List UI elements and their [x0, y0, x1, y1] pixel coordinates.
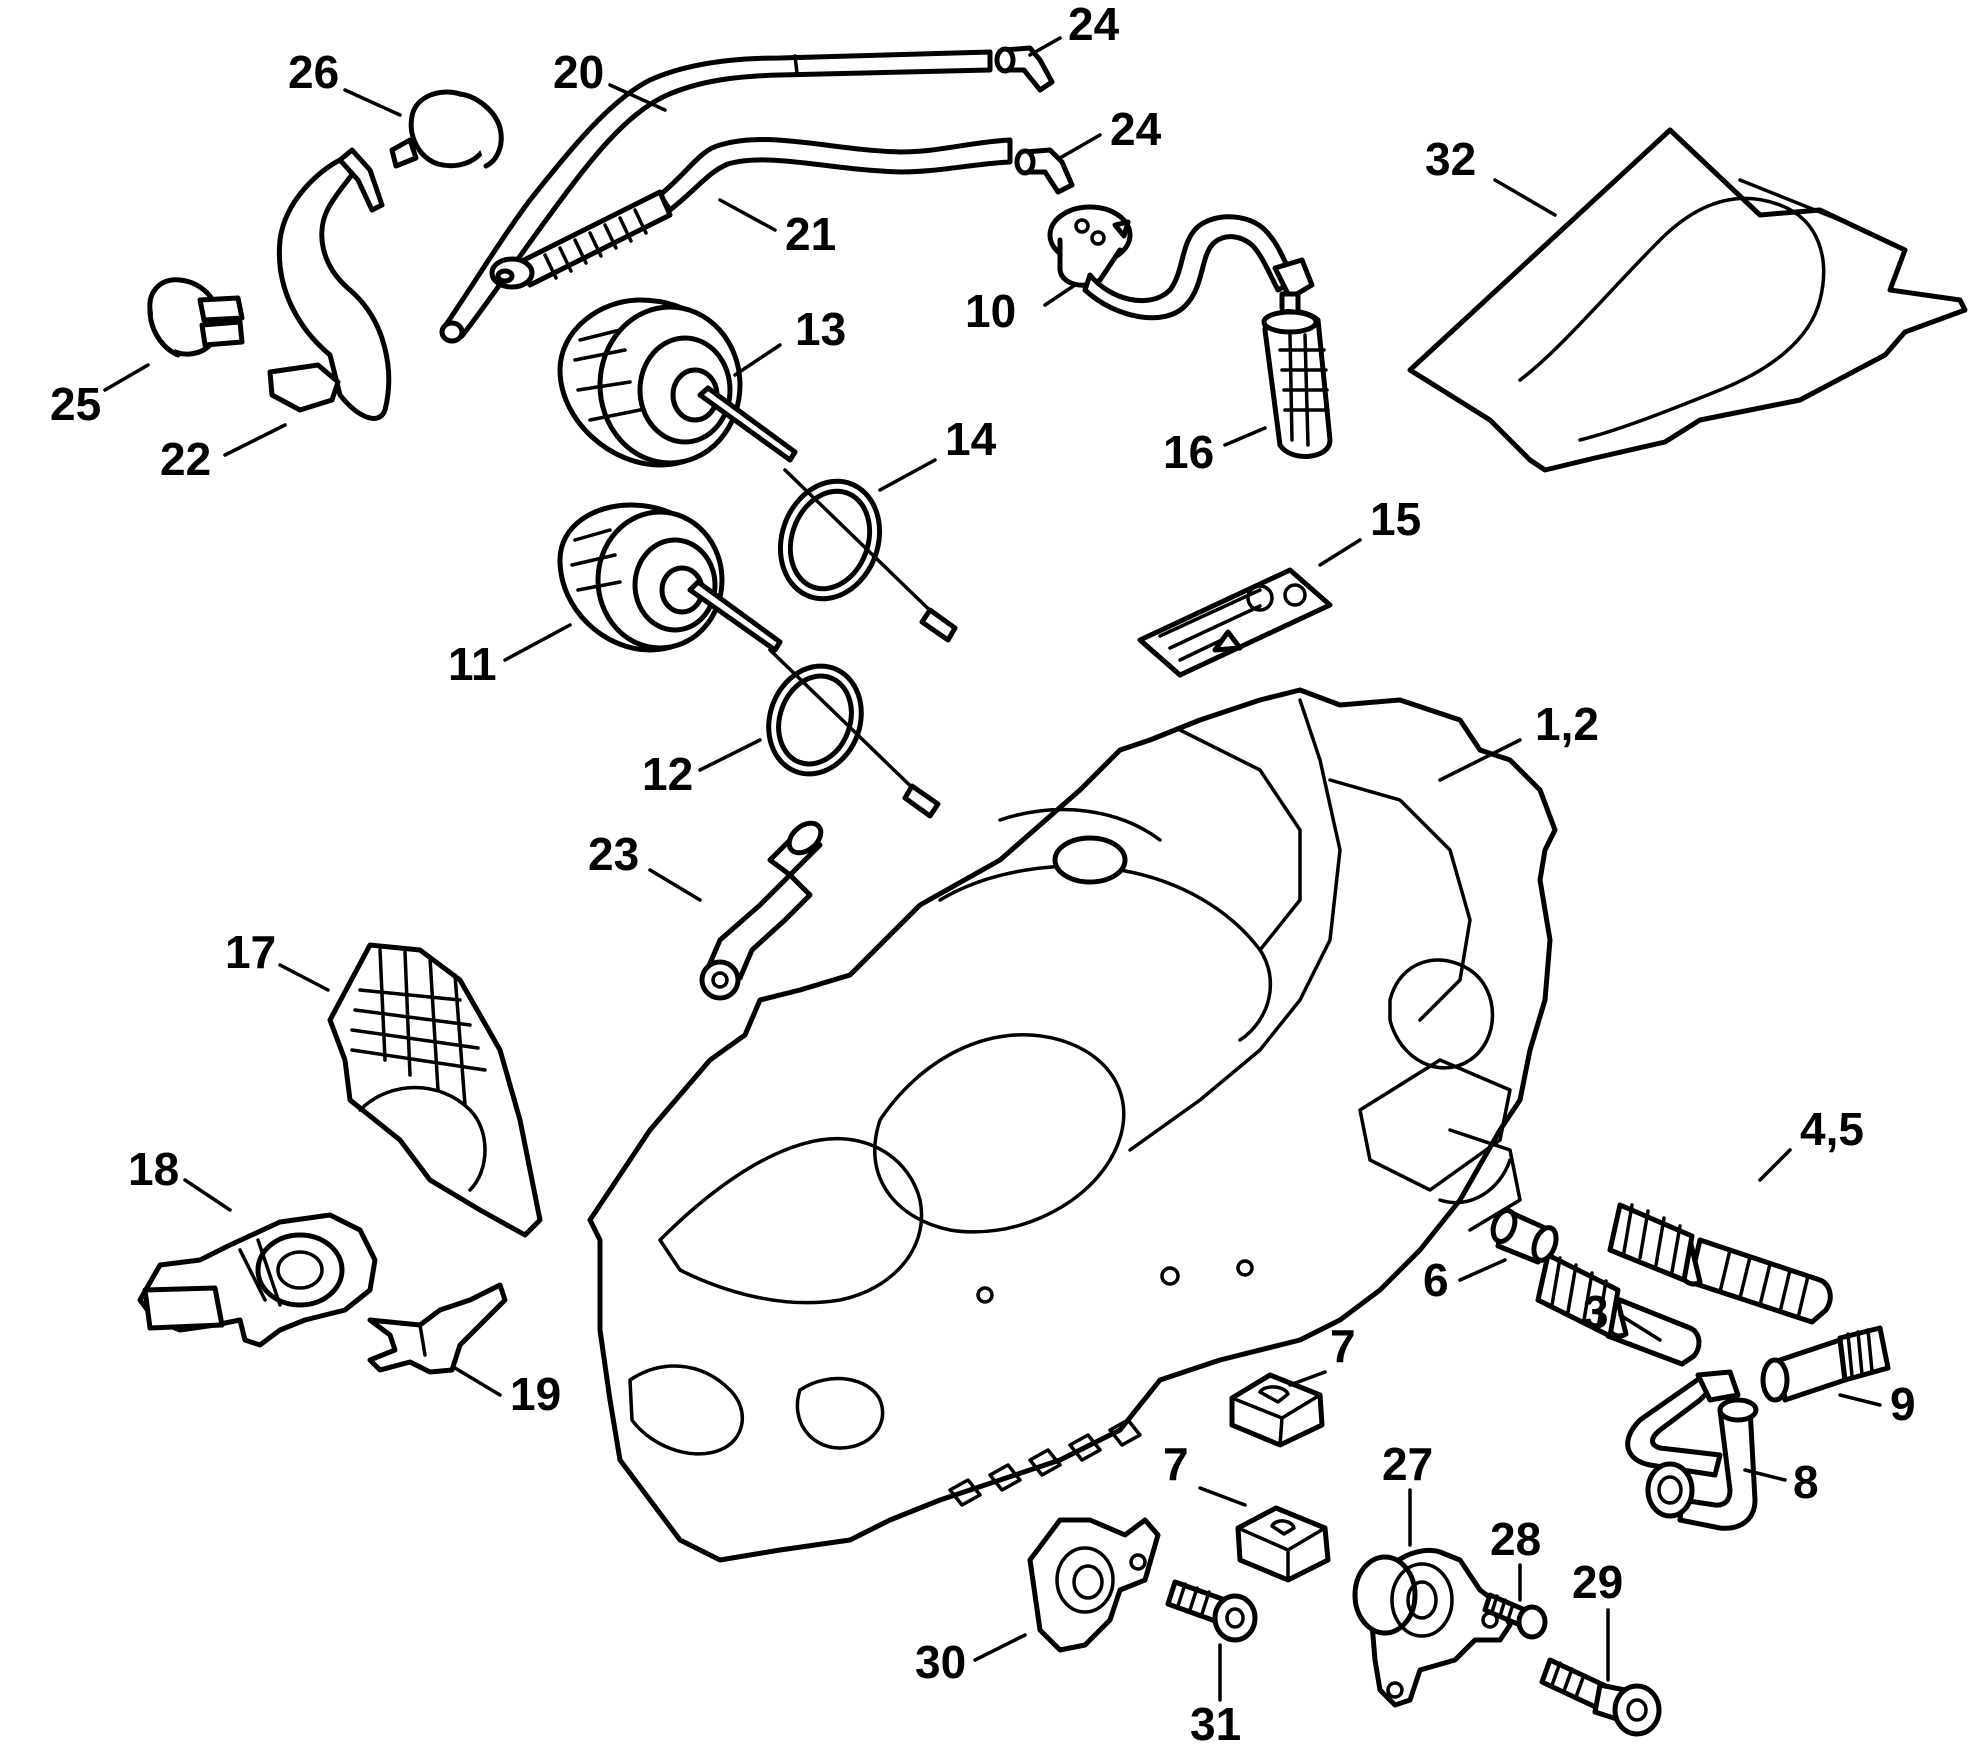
spring-coil	[543, 208, 648, 280]
oil-hose-21	[489, 136, 1013, 290]
leader-6	[1458, 1258, 1507, 1282]
leader-25	[103, 363, 150, 392]
callout-11: 11	[448, 638, 497, 690]
callout-8: 8	[1793, 1456, 1819, 1508]
warning-label-15	[1137, 567, 1333, 678]
crankcase-housing-1-2	[587, 687, 1558, 1563]
leader-21	[718, 198, 777, 232]
callout-27: 27	[1382, 1438, 1433, 1490]
cover-plate-32	[1407, 127, 1968, 473]
callout-19: 19	[510, 1368, 561, 1420]
buffer-7-upper	[1229, 1372, 1325, 1448]
callout-17: 17	[225, 926, 276, 978]
callout-30: 30	[915, 1636, 966, 1688]
sleeve-6	[1490, 1207, 1559, 1265]
callout-13: 13	[795, 303, 846, 355]
callout-1-2: 1,2	[1535, 698, 1599, 750]
leader-12	[698, 738, 762, 772]
primer-bulb-26	[389, 89, 504, 169]
elbow-connector-24-lower	[1014, 147, 1075, 195]
callout-7a: 7	[1330, 1320, 1356, 1372]
elbow-connector-24-upper	[994, 45, 1055, 93]
callout-15: 15	[1370, 493, 1421, 545]
leader-11	[503, 623, 572, 662]
callout-3: 3	[1583, 1286, 1609, 1338]
callout-22: 22	[160, 433, 211, 485]
leader-1-2	[1438, 738, 1522, 782]
buffer-7-lower	[1235, 1505, 1331, 1583]
leader-19	[453, 1366, 502, 1397]
callout-25: 25	[50, 378, 101, 430]
callout-24b: 24	[1110, 103, 1162, 155]
callout-21: 21	[785, 208, 836, 260]
callout-24a: 24	[1068, 0, 1120, 50]
leader-15	[1318, 538, 1362, 567]
leader-lines	[103, 36, 1882, 1702]
leader-4-5	[1758, 1148, 1792, 1182]
callout-10: 10	[965, 285, 1016, 337]
return-hose-22	[267, 147, 392, 421]
stud-4-5	[1607, 1202, 1833, 1325]
leader-10	[1043, 283, 1077, 307]
callout-29: 29	[1572, 1556, 1623, 1608]
callout-28: 28	[1490, 1513, 1541, 1565]
oil-pump-11	[557, 502, 783, 653]
leader-7a	[1288, 1370, 1327, 1387]
o-ring-14	[777, 468, 958, 643]
flange-plate-27	[1352, 1547, 1513, 1708]
callout-9: 9	[1890, 1378, 1916, 1430]
callout-6: 6	[1423, 1254, 1449, 1306]
leader-24b	[1058, 133, 1102, 160]
callout-26: 26	[288, 46, 339, 98]
leader-24a	[1028, 36, 1062, 57]
leader-32	[1493, 178, 1557, 217]
leader-13	[733, 343, 782, 377]
callout-16: 16	[1163, 426, 1214, 478]
stud-3	[1535, 1252, 1702, 1367]
leader-30	[973, 1633, 1027, 1662]
callout-7b: 7	[1163, 1438, 1189, 1490]
leader-16	[1223, 426, 1267, 447]
leader-8	[1743, 1468, 1787, 1482]
leader-20	[608, 83, 667, 112]
oil-pump-13	[557, 297, 798, 468]
leader-14	[878, 458, 937, 492]
o-ring-12	[766, 648, 941, 819]
callout-23: 23	[588, 828, 639, 880]
suction-hose-10	[1047, 204, 1315, 321]
callout-4-5: 4,5	[1800, 1103, 1864, 1155]
pipe-elbow-23	[699, 820, 824, 1001]
screw-31	[1165, 1579, 1258, 1643]
leader-23	[648, 868, 702, 902]
callout-labels: 1,2 3 4,5 6 7 7 8 9 10 11 12 13 14 15 16…	[50, 0, 1916, 1749]
leader-18	[183, 1178, 232, 1212]
leader-9	[1838, 1393, 1882, 1407]
callout-20: 20	[553, 46, 604, 98]
screw-28	[1482, 1592, 1548, 1640]
callout-14: 14	[945, 413, 997, 465]
callout-18: 18	[128, 1143, 179, 1195]
callout-12: 12	[642, 748, 693, 800]
screw-29	[1539, 1657, 1662, 1737]
air-guide-17	[327, 942, 543, 1238]
fuel-hose-20	[439, 49, 993, 344]
leader-7b	[1198, 1486, 1247, 1507]
leader-26	[343, 88, 402, 117]
callout-32: 32	[1425, 133, 1476, 185]
fuel-filter-16	[1261, 291, 1333, 459]
clip-19	[367, 1282, 508, 1375]
leader-17	[278, 963, 330, 992]
bracket-18	[137, 1212, 378, 1348]
leader-3	[1618, 1313, 1662, 1342]
leader-22	[223, 423, 287, 457]
callout-31: 31	[1190, 1698, 1241, 1749]
oil-pipe-8	[1625, 1369, 1759, 1531]
bracket-plate-30	[1027, 1517, 1161, 1653]
threaded-fitting-9	[1760, 1325, 1891, 1403]
fitting-25	[147, 277, 245, 358]
